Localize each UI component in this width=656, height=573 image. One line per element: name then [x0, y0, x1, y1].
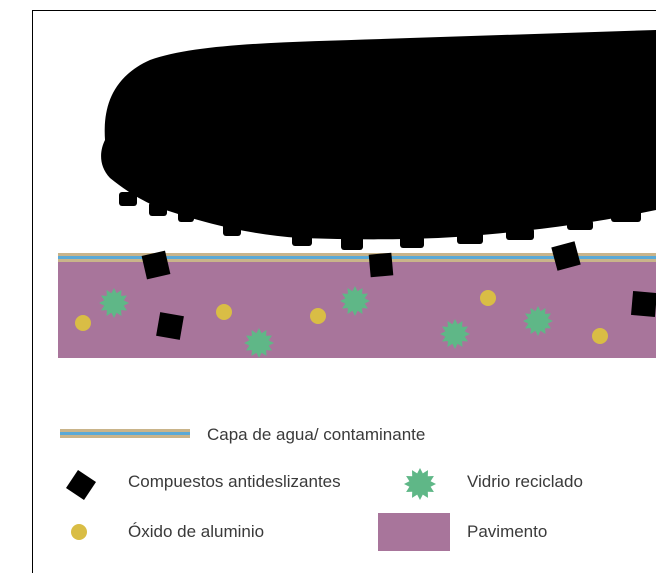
shoe-cleat [223, 222, 241, 236]
legend-alumina-icon [71, 524, 87, 540]
shoe-cleat [400, 236, 424, 248]
legend-pavement-icon [378, 513, 450, 551]
glass-star [99, 288, 129, 318]
legend-alumina-label: Óxido de aluminio [128, 522, 265, 541]
legend-compound-label: Compuestos antideslizantes [128, 472, 341, 491]
shoe-cleats [119, 192, 641, 250]
shoe-cleat [292, 232, 312, 246]
glass-star [244, 328, 274, 358]
compound-piece [141, 250, 171, 280]
compound-piece [368, 252, 394, 278]
glass-star [340, 286, 370, 316]
frame-left-border [32, 10, 33, 573]
shoe-cleat [149, 202, 167, 216]
shoe-cleat [341, 236, 363, 250]
compound-piece [631, 291, 656, 317]
shoe-cleat [506, 228, 534, 240]
antislip-compounds [141, 241, 656, 340]
shoe-cleat [567, 220, 593, 230]
alumina-dot [75, 315, 91, 331]
shoe-sole [101, 30, 656, 240]
glass-star-legend [404, 468, 436, 500]
alumina-dot [480, 290, 496, 306]
alumina-dot [310, 308, 326, 324]
shoe-cleat [178, 210, 194, 222]
alumina-particles [75, 290, 608, 344]
water-layer [58, 253, 656, 262]
frame-top-border [32, 10, 656, 11]
alumina-dot [216, 304, 232, 320]
compound-piece [551, 241, 581, 271]
shoe-cleat [457, 232, 483, 244]
legend-water-label: Capa de agua/ contaminante [207, 425, 426, 444]
glass-star [440, 319, 470, 349]
alumina-dot [592, 328, 608, 344]
compound-piece [156, 312, 184, 340]
legend-glass-label: Vidrio reciclado [467, 472, 583, 491]
legend-water-icon [60, 429, 190, 438]
legend-compound-icon [66, 470, 96, 500]
shoe-cleat [119, 192, 137, 206]
glass-particles [99, 286, 553, 358]
glass-star [523, 306, 553, 336]
legend-glass-icon [404, 468, 436, 500]
legend-pavement-label: Pavimento [467, 522, 548, 541]
shoe-cleat [611, 210, 641, 222]
